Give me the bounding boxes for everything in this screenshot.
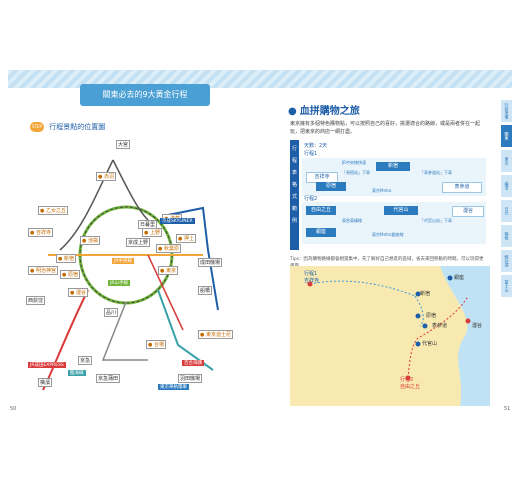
side-label-char: 例 bbox=[291, 218, 297, 224]
map-place: 新宿 bbox=[420, 291, 431, 297]
station-label-pinned: ● 原宿 bbox=[60, 270, 80, 279]
station-label-pinned: ● 赤羽 bbox=[96, 172, 116, 181]
chapter-tab[interactable]: 富士山 bbox=[501, 275, 512, 297]
rail-line-label: JR成田EXPRESS bbox=[28, 362, 66, 368]
chapter-tab[interactable]: 輕井澤 bbox=[501, 250, 512, 272]
trip1-node: 表參道 bbox=[442, 182, 482, 193]
station-label: 大宮 bbox=[116, 140, 131, 149]
side-label-char: 範 bbox=[291, 206, 297, 212]
trip1-note: 東京Metro bbox=[372, 188, 392, 193]
trip2-row: 自由之丘 代官山 澀谷 銀座 東急東橫線 「代官山站」下車 東京Metro銀座線 bbox=[302, 202, 486, 244]
chapter-tab[interactable]: 行前準備 bbox=[501, 100, 512, 122]
map-trip2-place: 自由之丘 bbox=[400, 384, 421, 390]
itinerary-side-label: 行程表格式範例 bbox=[290, 140, 299, 250]
trip1-node: 新宿 bbox=[376, 162, 410, 171]
trip2-note: 東急東橫線 bbox=[342, 218, 362, 223]
station-label: 成田機場 bbox=[198, 258, 223, 267]
rail-map bbox=[42, 159, 219, 391]
station-label: 京成上野 bbox=[126, 238, 151, 247]
station-label-pinned: ● 池袋 bbox=[80, 236, 100, 245]
route-map bbox=[290, 266, 490, 406]
days-label: 天數：2天 bbox=[304, 143, 328, 149]
station-label-pinned: ● 押上 bbox=[176, 234, 196, 243]
trip1-label: 行程1 bbox=[304, 151, 318, 157]
station-label-pinned: ● 乙女之丘 bbox=[38, 206, 68, 215]
trip1-note: JR中央線快速 bbox=[342, 160, 366, 165]
station-label: 橫濱 bbox=[38, 378, 53, 387]
trip2-node: 自由之丘 bbox=[306, 206, 336, 215]
intro-text: 東京擁有多個特色購物點，可以按照自己的喜好，挑選適合的路線，或是兩者併在一起玩，… bbox=[290, 121, 481, 135]
chapter-tab[interactable]: 橫濱 bbox=[501, 175, 512, 197]
trip2-node: 澀谷 bbox=[452, 206, 484, 217]
station-label-pinned: ● 東京 bbox=[158, 266, 178, 275]
station-label: 船橋 bbox=[198, 286, 213, 295]
map-trip1-place: 吉祥寺 bbox=[304, 278, 320, 284]
trip1-note: 「原宿站」下車 bbox=[342, 170, 370, 175]
rail-line-label: JR中央線 bbox=[112, 258, 134, 264]
rail-line-label: JR山手線 bbox=[108, 280, 130, 286]
map-place: 原宿 bbox=[426, 313, 437, 319]
map-pin-icon: ● bbox=[288, 106, 297, 117]
chapter-tab[interactable]: 箱根 bbox=[501, 225, 512, 247]
trip2-note: 「代官山站」下車 bbox=[420, 218, 452, 223]
station-label-pinned: ● 澀谷 bbox=[68, 288, 88, 297]
rail-line-label: 百合海鷗 bbox=[182, 360, 204, 366]
rail-line-label: 東京單軌電車 bbox=[158, 384, 189, 390]
map-place: 澀谷 bbox=[472, 323, 483, 329]
trip1-node: 原宿 bbox=[316, 182, 346, 191]
station-label: 京急蒲田 bbox=[96, 374, 121, 383]
trip2-node: 代官山 bbox=[384, 206, 418, 215]
side-label-char: 表 bbox=[291, 170, 297, 176]
station-label: 京急 bbox=[78, 356, 93, 365]
left-page-number: 50 bbox=[10, 406, 17, 412]
station-label-pinned: ● 上野 bbox=[142, 228, 162, 237]
map-trip2-label: 行程2 bbox=[400, 377, 414, 383]
itinerary-box: 行程表格式範例 天數：2天 行程1 吉祥寺 新宿 原宿 表參道 JR中央線快速 … bbox=[290, 140, 488, 250]
station-label: 品川 bbox=[104, 308, 119, 317]
trip2-note: 東京Metro銀座線 bbox=[372, 232, 404, 237]
side-label-char: 行 bbox=[291, 146, 297, 152]
trip2-label: 行程2 bbox=[304, 196, 318, 202]
left-subtitle-text: 行程景點的位置圖 bbox=[49, 123, 106, 131]
step-badge: STEP bbox=[30, 122, 44, 132]
chapter-tab[interactable]: 東京 bbox=[501, 150, 512, 172]
right-page-number: 51 bbox=[504, 406, 511, 412]
station-label-pinned: ● 明治神宮 bbox=[28, 266, 58, 275]
map-place: 銀座 bbox=[454, 275, 465, 281]
side-label-char: 格 bbox=[291, 182, 297, 188]
trip1-row: 吉祥寺 新宿 原宿 表參道 JR中央線快速 「原宿站」下車 「表參道站」下車 東… bbox=[302, 158, 486, 196]
rail-line-label: 臨海線 bbox=[68, 370, 86, 376]
right-page-title: ●血拼購物之旅 bbox=[288, 102, 360, 117]
right-title-text: 血拼購物之旅 bbox=[299, 106, 360, 117]
top-banner bbox=[8, 70, 512, 88]
station-label: 羽田機場 bbox=[178, 374, 203, 383]
station-label-pinned: ● 秋葉原 bbox=[156, 244, 181, 253]
station-label: 西荻窪 bbox=[26, 296, 46, 305]
trip1-note: 「表參道站」下車 bbox=[420, 170, 452, 175]
rail-line-label: 京成SKYLINER bbox=[160, 218, 195, 224]
map-trip1-label: 行程1 bbox=[304, 271, 318, 277]
left-subtitle: STEP 行程景點的位置圖 bbox=[30, 122, 105, 132]
chapter-tab[interactable]: 日光 bbox=[501, 200, 512, 222]
chapter-tabs: 行前準備關東東京橫濱日光箱根輕井澤富士山 bbox=[501, 100, 512, 300]
side-label-char: 式 bbox=[291, 194, 297, 200]
station-label-pinned: ● 東京迪士尼 bbox=[198, 330, 233, 339]
left-page-title: 關東必去的9大黃金行程 bbox=[80, 84, 210, 106]
station-label: 日暮里 bbox=[138, 220, 158, 229]
map-place: 代官山 bbox=[422, 341, 438, 347]
chapter-tab[interactable]: 關東 bbox=[501, 125, 512, 147]
side-label-char: 程 bbox=[291, 158, 297, 164]
map-place: 表參道 bbox=[432, 323, 448, 329]
station-label-pinned: ● 新宿 bbox=[56, 254, 76, 263]
book-spread: 關東必去的9大黃金行程 STEP 行程景點的位置圖 大宮 ● 赤羽 ● 乙女之丘 ● … bbox=[8, 70, 512, 415]
station-label-pinned: ● 台場 bbox=[146, 340, 166, 349]
trip2-node: 銀座 bbox=[306, 228, 336, 237]
station-label-pinned: ● 吉祥寺 bbox=[28, 228, 53, 237]
